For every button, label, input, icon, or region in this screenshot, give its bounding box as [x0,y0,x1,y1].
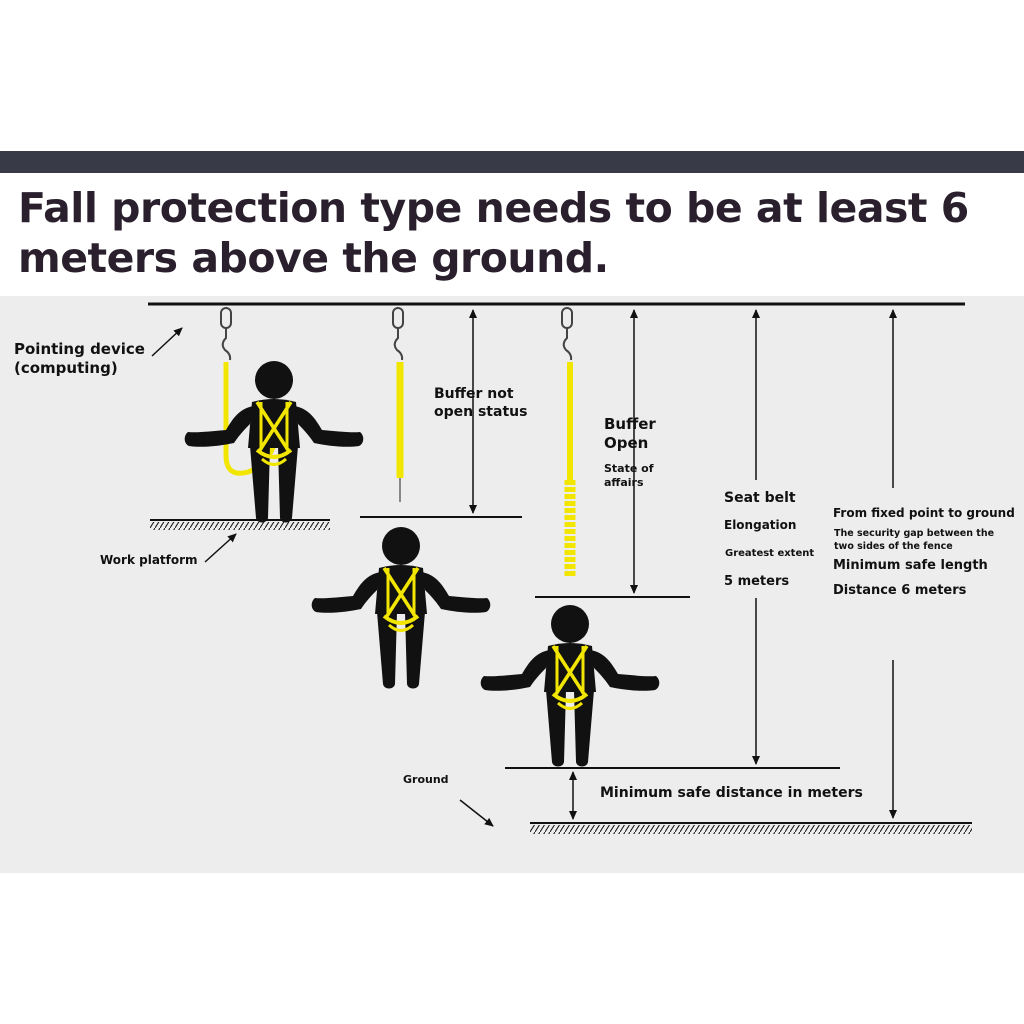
top-bar [0,151,1024,173]
label-state-of-affairs: State of affairs [604,462,654,489]
headline-line-1: Fall protection type needs to be at leas… [18,184,969,232]
worker-silhouette-icon [309,525,493,691]
label-buffer-open: Buffer Open [604,415,656,452]
diagram-panel [0,296,1024,873]
ground-hatch [530,825,972,834]
arrow-icon [204,533,237,563]
worker-silhouette-icon [182,359,366,525]
carabiner-icon [561,307,573,361]
label-minimum-safe-distance: Minimum safe distance in meters [600,785,863,801]
label-security-gap: The security gap between the two sides o… [834,528,995,552]
arrow-icon [151,327,183,357]
label-fixed-point-to-ground: From fixed point to ground [833,506,1015,520]
label-distance-six-meters: Distance 6 meters [833,583,967,598]
label-seat-belt: Seat belt [724,490,796,506]
label-minimum-safe-length: Minimum safe length [833,558,988,573]
headline: Fall protection type needs to be at leas… [18,183,1008,283]
label-five-meters: 5 meters [724,574,790,589]
carabiner-icon [392,307,404,361]
label-buffer-not-open: Buffer not open status [434,386,528,420]
label-work-platform: Work platform [100,553,198,567]
label-greatest-extent: Greatest extent [725,548,815,559]
arrow-icon [459,799,494,827]
lanyard-slack [223,362,279,476]
work-platform-hatch [150,522,330,530]
label-elongation: Elongation [724,518,797,532]
label-ground: Ground [403,773,449,786]
carabiner-icon [220,307,232,361]
worker-silhouette-icon [478,603,662,769]
headline-line-2: meters above the ground. [18,234,609,282]
label-pointing-device: Pointing device (computing) [14,340,145,377]
